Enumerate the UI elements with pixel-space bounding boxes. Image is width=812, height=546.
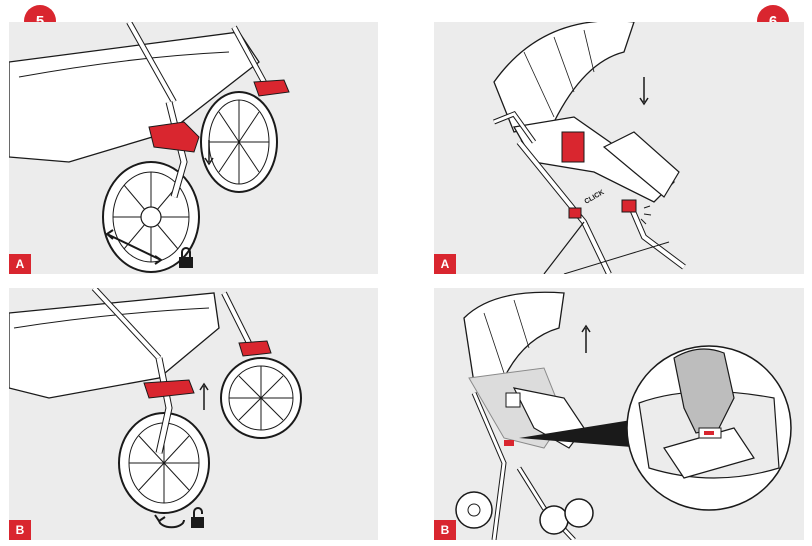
lock-closed-icon [179,247,193,268]
panel-label: B [434,520,456,540]
lock-open-icon [191,507,204,528]
stroller-front-wheel-unlock-illustration [9,288,302,529]
click-annotation: CLICK [584,189,606,206]
illustration-panel-step5-a: A [9,22,378,274]
illustration-panel-step6-a: CLICK A [434,22,804,274]
panel-label: B [9,520,31,540]
up-arrow-icon [581,324,591,353]
rotate-arrow-icon [154,514,185,529]
illustration-panel-step5-b: B [9,288,378,540]
down-arrow-icon [639,77,649,106]
swivel-direction-arrow-icon [105,229,163,265]
panel-label: A [9,254,31,274]
illustration-panel-step6-b: B [434,288,804,540]
stroller-seat-detach-illustration [455,291,792,540]
panel-label: A [434,254,456,274]
stroller-seat-attach-illustration: CLICK [493,22,686,274]
stroller-front-wheel-illustration [9,22,290,273]
